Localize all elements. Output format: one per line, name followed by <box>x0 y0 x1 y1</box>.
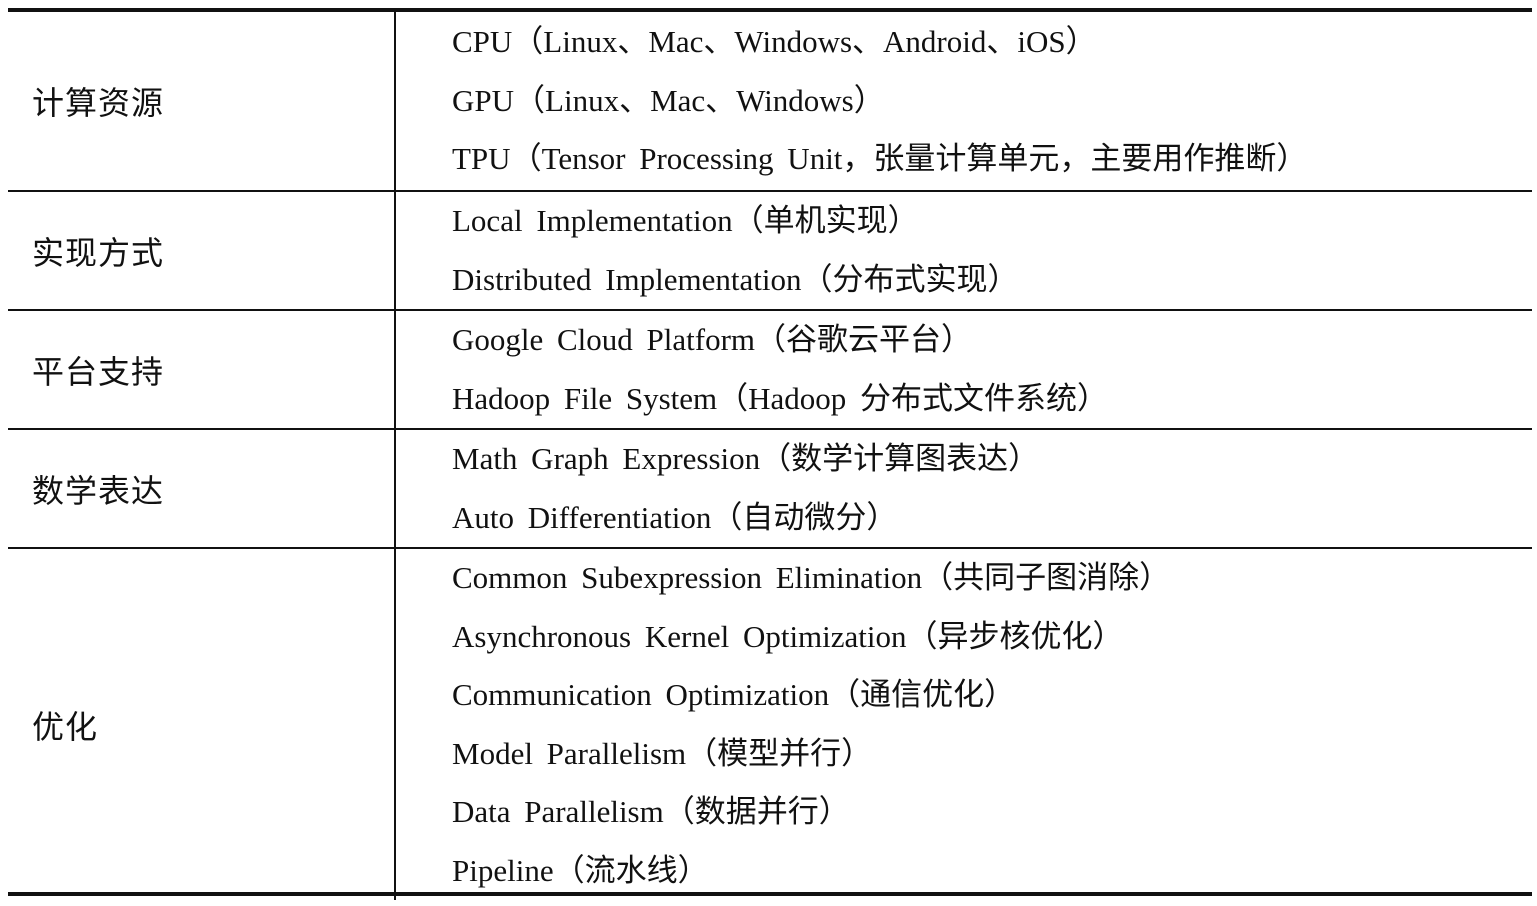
table-row: 平台支持 Google Cloud Platform（谷歌云平台） Hadoop… <box>8 309 1532 428</box>
row-category-label: 计算资源 <box>8 12 396 190</box>
table-row: 优化 Common Subexpression Elimination（共同子图… <box>8 547 1532 900</box>
table-row: 实现方式 Local Implementation（单机实现） Distribu… <box>8 190 1532 309</box>
list-item: Math Graph Expression（数学计算图表达） <box>452 441 1040 476</box>
row-items: Local Implementation（单机实现） Distributed I… <box>396 192 1532 309</box>
list-item: Google Cloud Platform（谷歌云平台） <box>452 322 973 357</box>
row-items: Common Subexpression Elimination（共同子图消除）… <box>396 549 1532 900</box>
row-category-label: 平台支持 <box>8 311 396 428</box>
list-item: Pipeline（流水线） <box>452 852 709 888</box>
row-items: CPU（Linux、Mac、Windows、Android、iOS） GPU（L… <box>396 12 1532 190</box>
row-category-label: 数学表达 <box>8 430 396 547</box>
row-category-label: 优化 <box>8 549 396 900</box>
list-item: Local Implementation（单机实现） <box>452 203 919 238</box>
list-item: Distributed Implementation（分布式实现） <box>452 261 1019 297</box>
list-item: TPU（Tensor Processing Unit，张量计算单元，主要用作推断… <box>452 141 1308 177</box>
row-items: Google Cloud Platform（谷歌云平台） Hadoop File… <box>396 311 1532 428</box>
list-item: Common Subexpression Elimination（共同子图消除） <box>452 560 1171 595</box>
feature-table: 计算资源 CPU（Linux、Mac、Windows、Android、iOS） … <box>8 8 1532 900</box>
table-row: 数学表达 Math Graph Expression（数学计算图表达） Auto… <box>8 428 1532 547</box>
row-items: Math Graph Expression（数学计算图表达） Auto Diff… <box>396 430 1532 547</box>
table-row: 计算资源 CPU（Linux、Mac、Windows、Android、iOS） … <box>8 12 1532 190</box>
list-item: Model Parallelism（模型并行） <box>452 735 873 771</box>
list-item: Hadoop File System（Hadoop 分布式文件系统） <box>452 380 1109 416</box>
row-category-label: 实现方式 <box>8 192 396 309</box>
list-item: GPU（Linux、Mac、Windows） <box>452 82 885 118</box>
list-item: Data Parallelism（数据并行） <box>452 794 850 829</box>
list-item: Communication Optimization（通信优化） <box>452 677 1016 712</box>
list-item: CPU（Linux、Mac、Windows、Android、iOS） <box>452 24 1097 60</box>
list-item: Asynchronous Kernel Optimization（异步核优化） <box>452 618 1124 654</box>
list-item: Auto Differentiation（自动微分） <box>452 499 898 535</box>
